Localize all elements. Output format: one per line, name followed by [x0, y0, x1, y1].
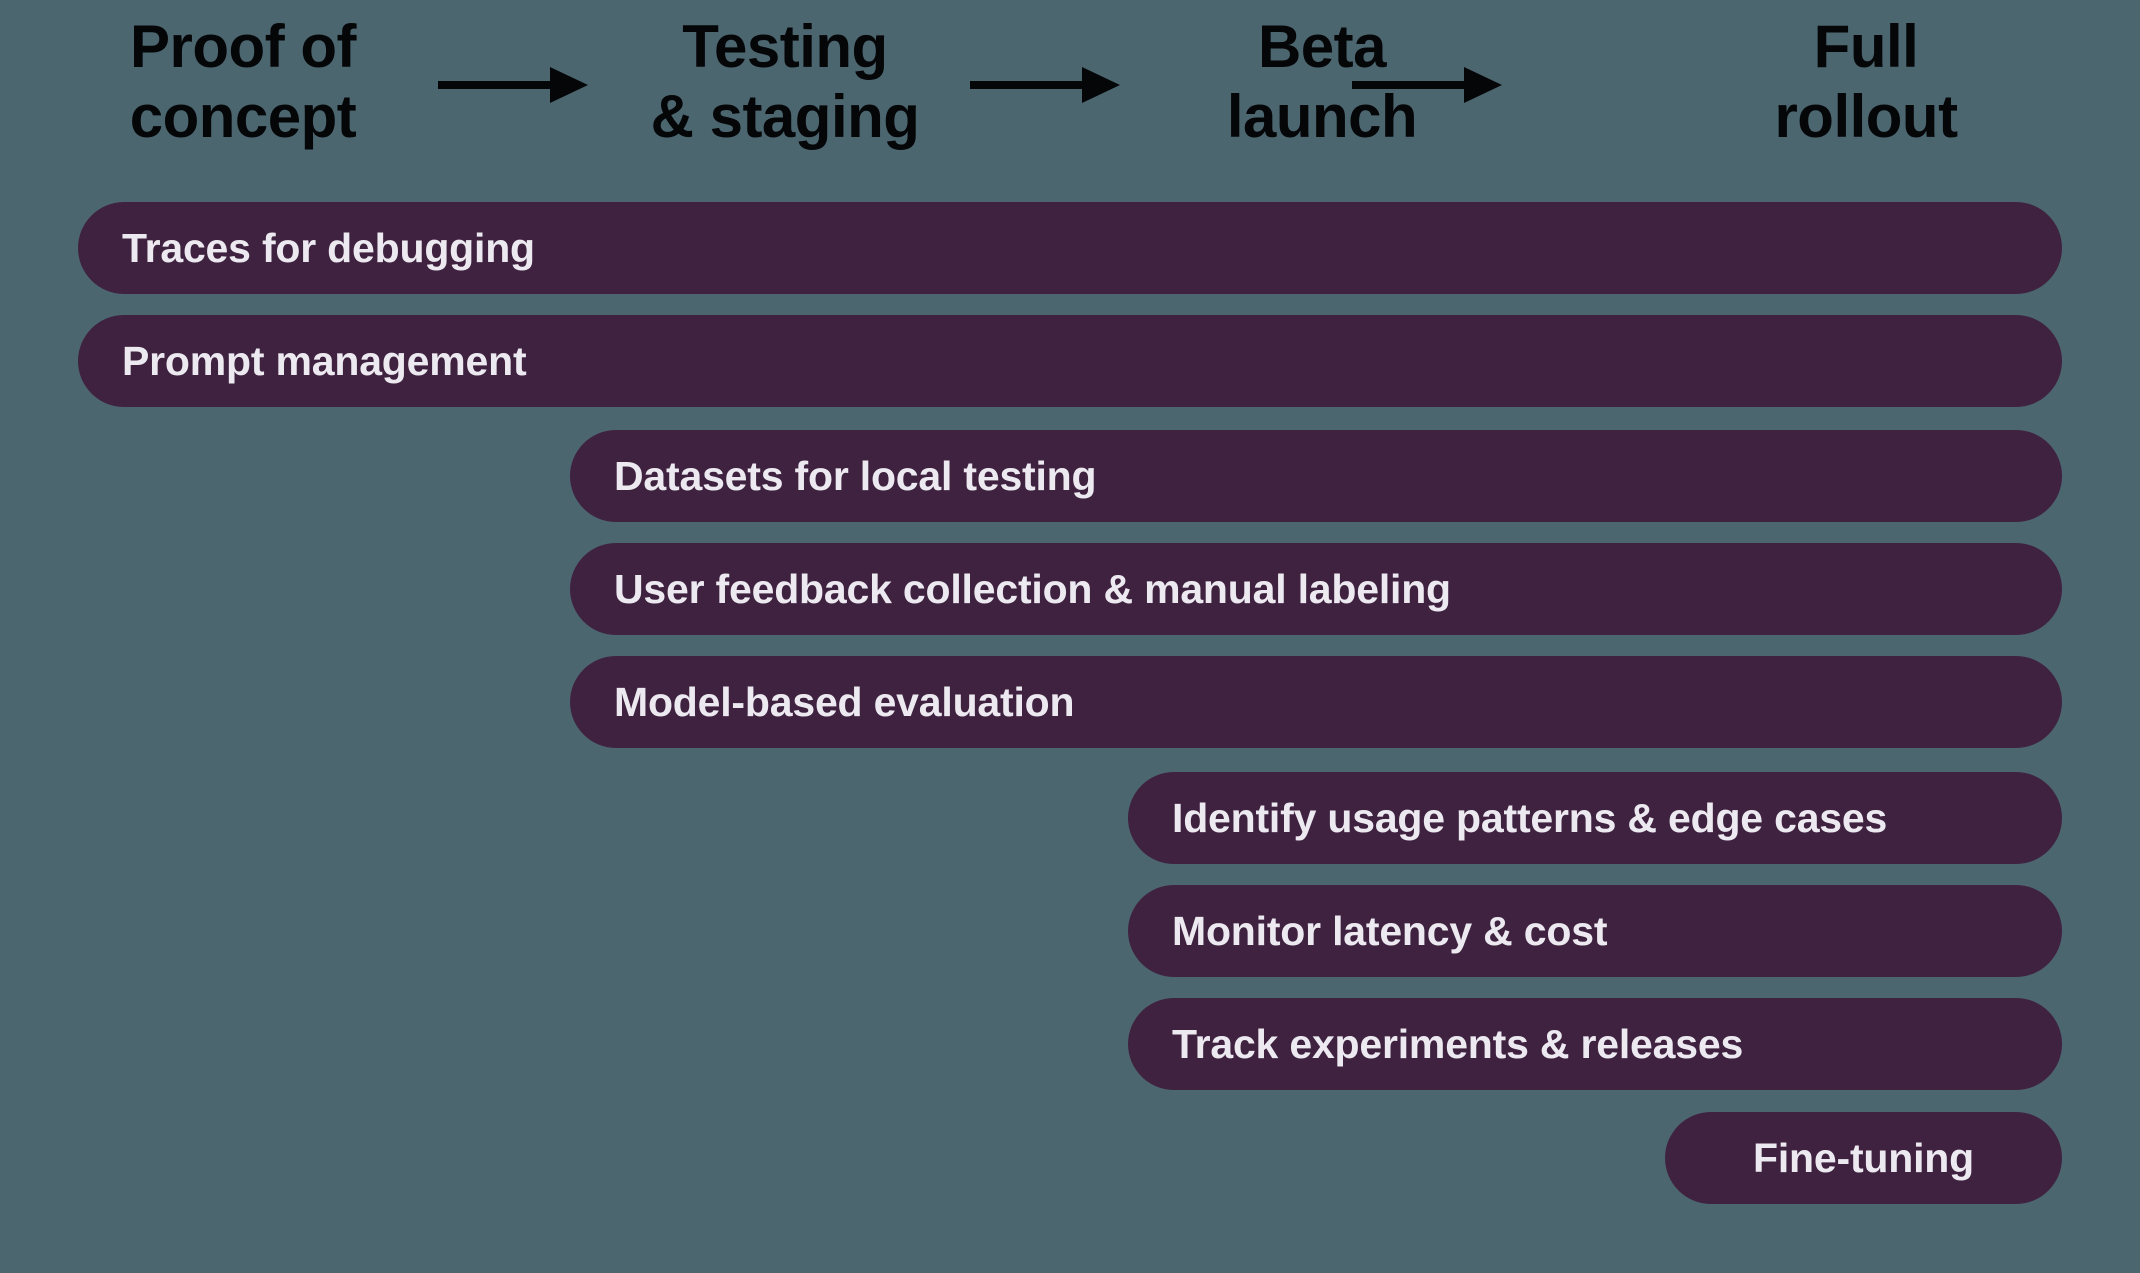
capability-bar-track-experiments[interactable]: Track experiments & releases: [1128, 998, 2062, 1090]
capability-bar-label: User feedback collection & manual labeli…: [614, 566, 1451, 612]
capability-bar-label: Model-based evaluation: [614, 679, 1075, 725]
capability-bar-fine-tuning[interactable]: Fine-tuning: [1665, 1112, 2062, 1204]
arrow-right-icon-testing-to-beta: [970, 63, 1120, 107]
capability-bar-label: Traces for debugging: [122, 225, 535, 271]
phase-label-beta-launch: Beta launch: [1226, 13, 1418, 150]
capability-bar-monitor-latency-and-cost[interactable]: Monitor latency & cost: [1128, 885, 2062, 977]
capability-bar-datasets-for-local-testing[interactable]: Datasets for local testing: [570, 430, 2062, 522]
capability-bar-label: Prompt management: [122, 338, 527, 384]
arrow-right-icon-beta-to-full: [1352, 63, 1502, 107]
capability-bar-label: Monitor latency & cost: [1172, 908, 1608, 954]
capability-bar-label: Identify usage patterns & edge cases: [1172, 795, 1888, 841]
phase-label-testing-and-staging: Testing & staging: [650, 13, 920, 150]
arrow-right-icon-poc-to-testing: [438, 63, 588, 107]
capability-bar-label: Datasets for local testing: [614, 453, 1097, 499]
capability-bar-traces-for-debugging[interactable]: Traces for debugging: [78, 202, 2062, 294]
phase-label-full-rollout: Full rollout: [1774, 13, 1958, 150]
capability-bar-label: Track experiments & releases: [1172, 1021, 1744, 1067]
capability-bar-model-based-evaluation[interactable]: Model-based evaluation: [570, 656, 2062, 748]
capability-bar-identify-usage-patterns[interactable]: Identify usage patterns & edge cases: [1128, 772, 2062, 864]
phase-label-proof-of-concept: Proof of concept: [129, 13, 357, 150]
capability-bar-prompt-management[interactable]: Prompt management: [78, 315, 2062, 407]
capability-bar-label: Fine-tuning: [1753, 1135, 1974, 1181]
capability-bar-user-feedback-collection[interactable]: User feedback collection & manual labeli…: [570, 543, 2062, 635]
